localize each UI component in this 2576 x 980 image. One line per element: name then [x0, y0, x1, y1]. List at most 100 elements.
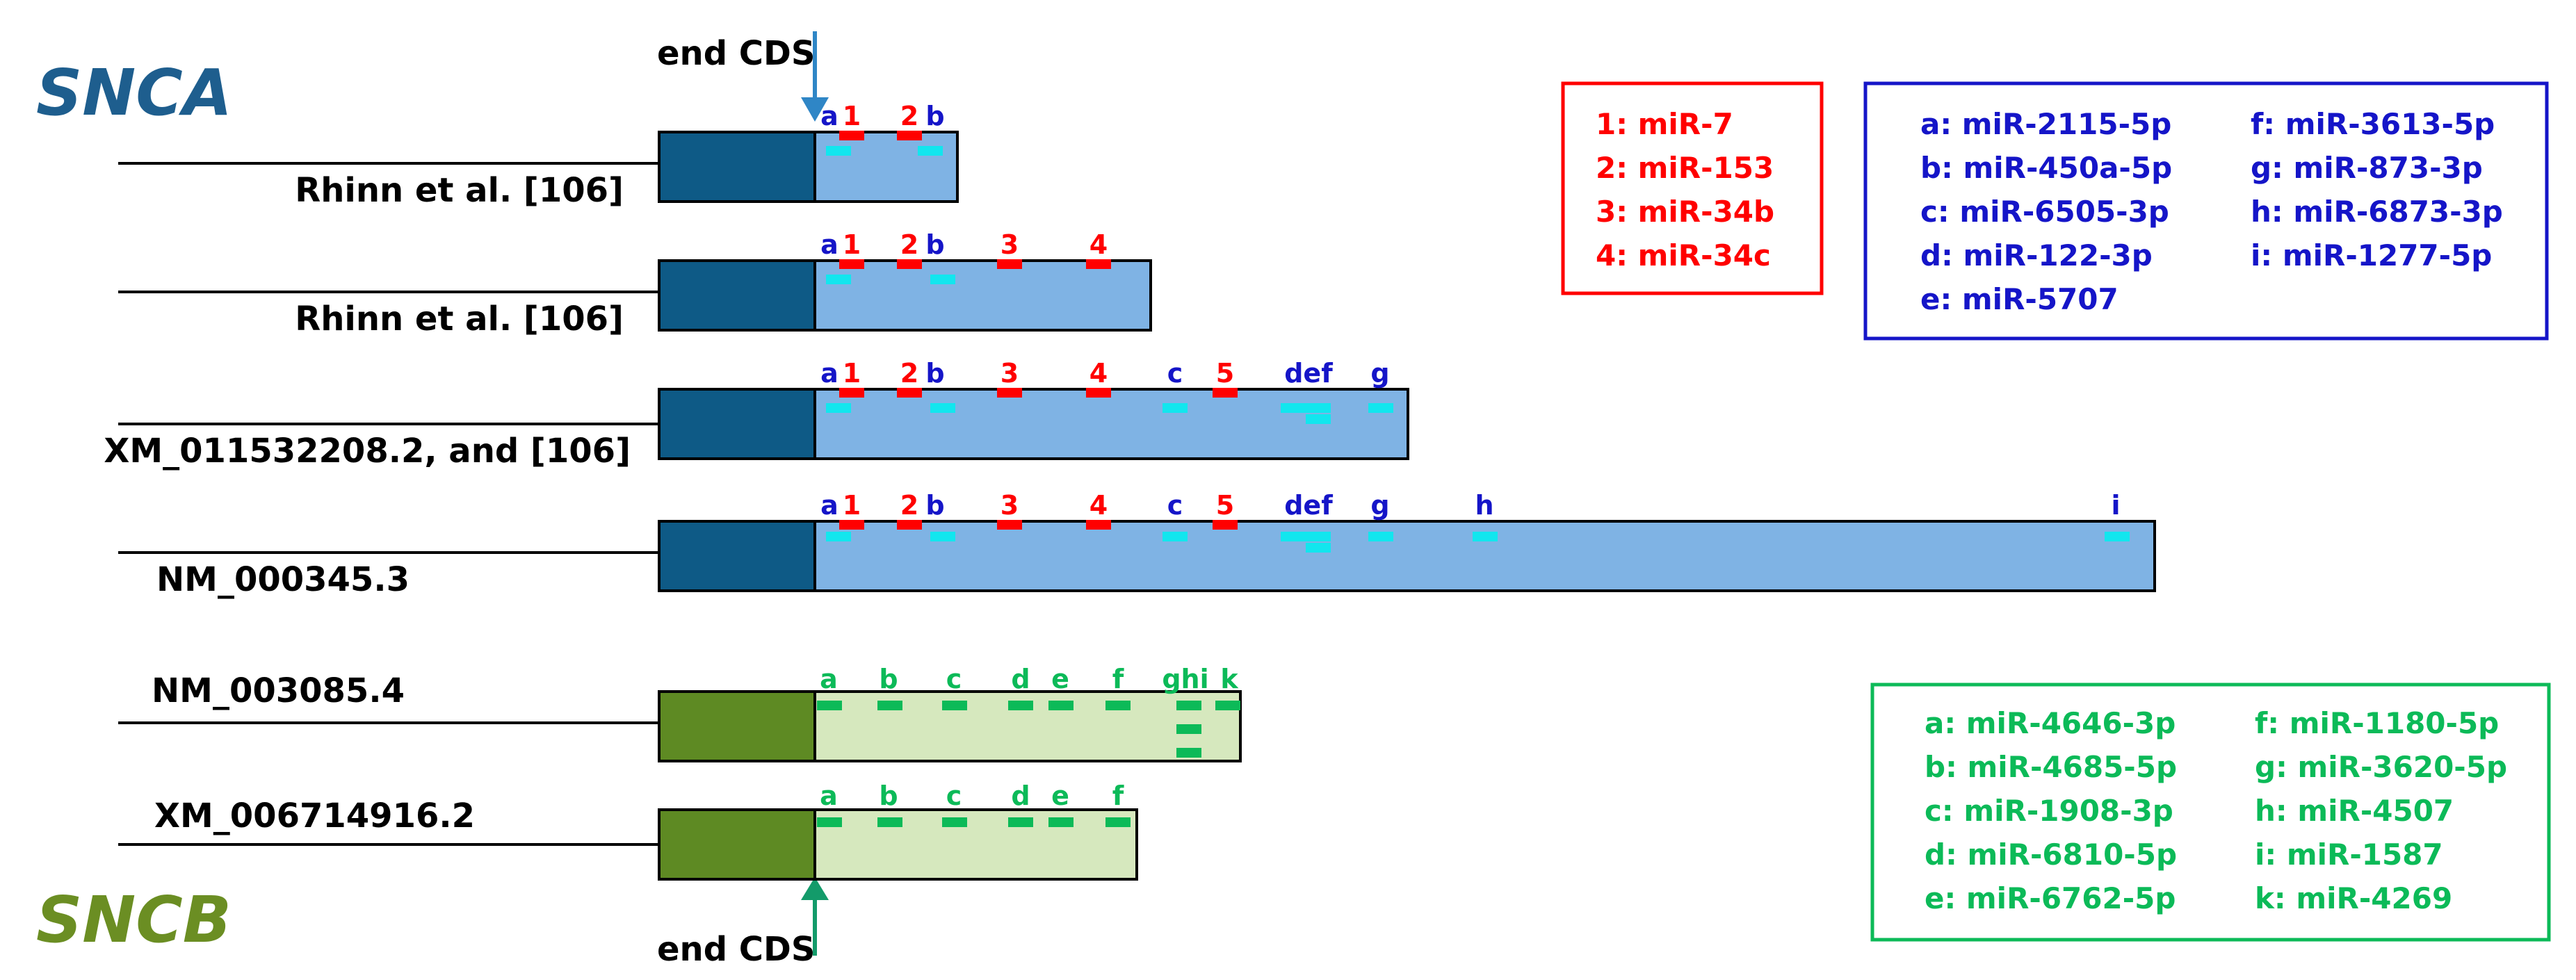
legend-entry: 1: miR-7: [1596, 107, 1733, 141]
site-label-a: a: [820, 358, 839, 389]
site-label-c: c: [1167, 358, 1183, 389]
legend-green-box: [1870, 683, 2551, 942]
mirna-site-red: [897, 520, 922, 530]
utr-block: [813, 259, 1152, 332]
mirna-site-red: [839, 131, 864, 140]
mirna-site-cyan: [918, 146, 943, 156]
gene-label-sncb: SNCB: [36, 883, 232, 957]
site-label-4: 4: [1089, 490, 1108, 521]
gene-label-snca: SNCA: [36, 56, 232, 130]
mirna-site-green: [942, 817, 967, 827]
site-label-b: b: [925, 229, 944, 260]
mirna-site-green: [942, 701, 967, 710]
mirna-site-cyan: [826, 275, 851, 284]
mirna-site-green: [817, 817, 842, 827]
mirna-site-cyan: [1473, 532, 1498, 541]
site-label-1: 1: [843, 358, 861, 389]
mirna-site-cyan: [826, 146, 851, 156]
site-label-h: h: [1475, 490, 1493, 521]
legend-entry: h: miR-6873-3p: [2251, 195, 2503, 229]
mirna-site-green: [877, 701, 902, 710]
transcript-row-4: NM_000345.3 a 1 2 b 3 4 c 5 def g h i: [118, 490, 2156, 599]
site-label-4: 4: [1089, 358, 1108, 389]
legend-entry: b: miR-450a-5p: [1920, 151, 2172, 185]
legend-red: 1: miR-7 2: miR-153 3: miR-34b 4: miR-34…: [1561, 81, 1824, 295]
mirna-site-green: [1048, 817, 1074, 827]
site-label-1: 1: [843, 229, 861, 260]
transcript-row-1: Rhinn et al. [106] a 1 2 b: [118, 101, 959, 210]
mirna-site-red: [897, 131, 922, 140]
transcript-label: Rhinn et al. [106]: [295, 171, 624, 210]
mirna-site-green: [1048, 701, 1074, 710]
mirna-site-cyan: [1281, 403, 1306, 413]
mirna-site-cyan: [1368, 532, 1393, 541]
site-label-5: 5: [1216, 490, 1234, 521]
transcript-label: XM_006714916.2: [154, 797, 475, 835]
legend-entry: e: miR-6762-5p: [1925, 881, 2176, 915]
site-label-e: e: [1051, 664, 1069, 694]
mirna-site-red: [897, 259, 922, 269]
mirna-site-cyan: [1306, 543, 1331, 553]
mirna-site-cyan: [1163, 403, 1188, 413]
site-label-2: 2: [900, 229, 918, 260]
site-label-def: def: [1284, 490, 1333, 521]
mirna-site-cyan: [930, 403, 955, 413]
legend-entry: f: miR-1180-5p: [2255, 706, 2499, 740]
site-label-2: 2: [900, 490, 918, 521]
site-label-b: b: [879, 781, 898, 811]
legend-entry: i: miR-1587: [2255, 838, 2443, 872]
mirna-site-red: [997, 259, 1022, 269]
site-label-i: i: [2111, 490, 2120, 521]
mirna-site-green: [1176, 701, 1201, 710]
cds-block: [658, 388, 816, 460]
legend-entry: 3: miR-34b: [1596, 195, 1774, 229]
mirna-site-cyan: [826, 403, 851, 413]
transcript-row-3: XM_011532208.2, and [106] a 1 2 b 3 4 c …: [104, 358, 1409, 471]
legend-entry: b: miR-4685-5p: [1925, 750, 2177, 784]
legend-entry: a: miR-2115-5p: [1920, 107, 2171, 141]
site-label-b: b: [925, 358, 944, 389]
site-label-ghi: ghi: [1162, 664, 1208, 694]
site-label-c: c: [1167, 490, 1183, 521]
legend-entry: h: miR-4507: [2255, 794, 2454, 828]
mirna-site-cyan: [1281, 532, 1306, 541]
mirna-site-cyan: [1306, 414, 1331, 424]
end-cds-label-top: end CDS: [657, 34, 815, 73]
mirna-site-green: [1008, 701, 1033, 710]
legend-blue: a: miR-2115-5p b: miR-450a-5p c: miR-650…: [1863, 81, 2549, 341]
mirna-site-green: [1105, 701, 1131, 710]
mirna-site-red: [997, 388, 1022, 398]
legend-entry: a: miR-4646-3p: [1925, 706, 2176, 740]
mirna-site-cyan: [1306, 403, 1331, 413]
mirna-site-green: [877, 817, 902, 827]
site-label-a: a: [820, 101, 839, 131]
legend-entry: d: miR-122-3p: [1920, 238, 2153, 272]
transcript-label: XM_011532208.2, and [106]: [104, 432, 631, 471]
transcript-row-6: XM_006714916.2 a b c d e f: [118, 781, 1138, 881]
legend-entry: 4: miR-34c: [1596, 238, 1771, 272]
cds-block: [658, 520, 816, 592]
end-cds-arrowhead-top: [801, 97, 829, 122]
site-label-d: d: [1011, 664, 1030, 694]
mirna-site-red: [897, 388, 922, 398]
mirna-site-red: [839, 520, 864, 530]
site-label-2: 2: [900, 358, 918, 389]
legend-entry: 2: miR-153: [1596, 151, 1774, 185]
mirna-site-green: [1105, 817, 1131, 827]
site-label-f: f: [1112, 664, 1124, 694]
site-label-k: k: [1220, 664, 1238, 694]
utr-block: [813, 808, 1138, 881]
site-label-d: d: [1011, 781, 1030, 811]
mirna-site-cyan: [930, 532, 955, 541]
cds-block: [658, 131, 816, 203]
site-label-a: a: [820, 664, 838, 694]
legend-blue-box: [1863, 81, 2549, 341]
legend-entry: k: miR-4269: [2255, 881, 2452, 915]
site-label-g: g: [1370, 358, 1389, 389]
site-label-c: c: [946, 664, 962, 694]
mirna-site-cyan: [2105, 532, 2130, 541]
transcript-label: Rhinn et al. [106]: [295, 300, 624, 338]
cds-block: [658, 690, 816, 762]
mirna-site-red: [839, 259, 864, 269]
